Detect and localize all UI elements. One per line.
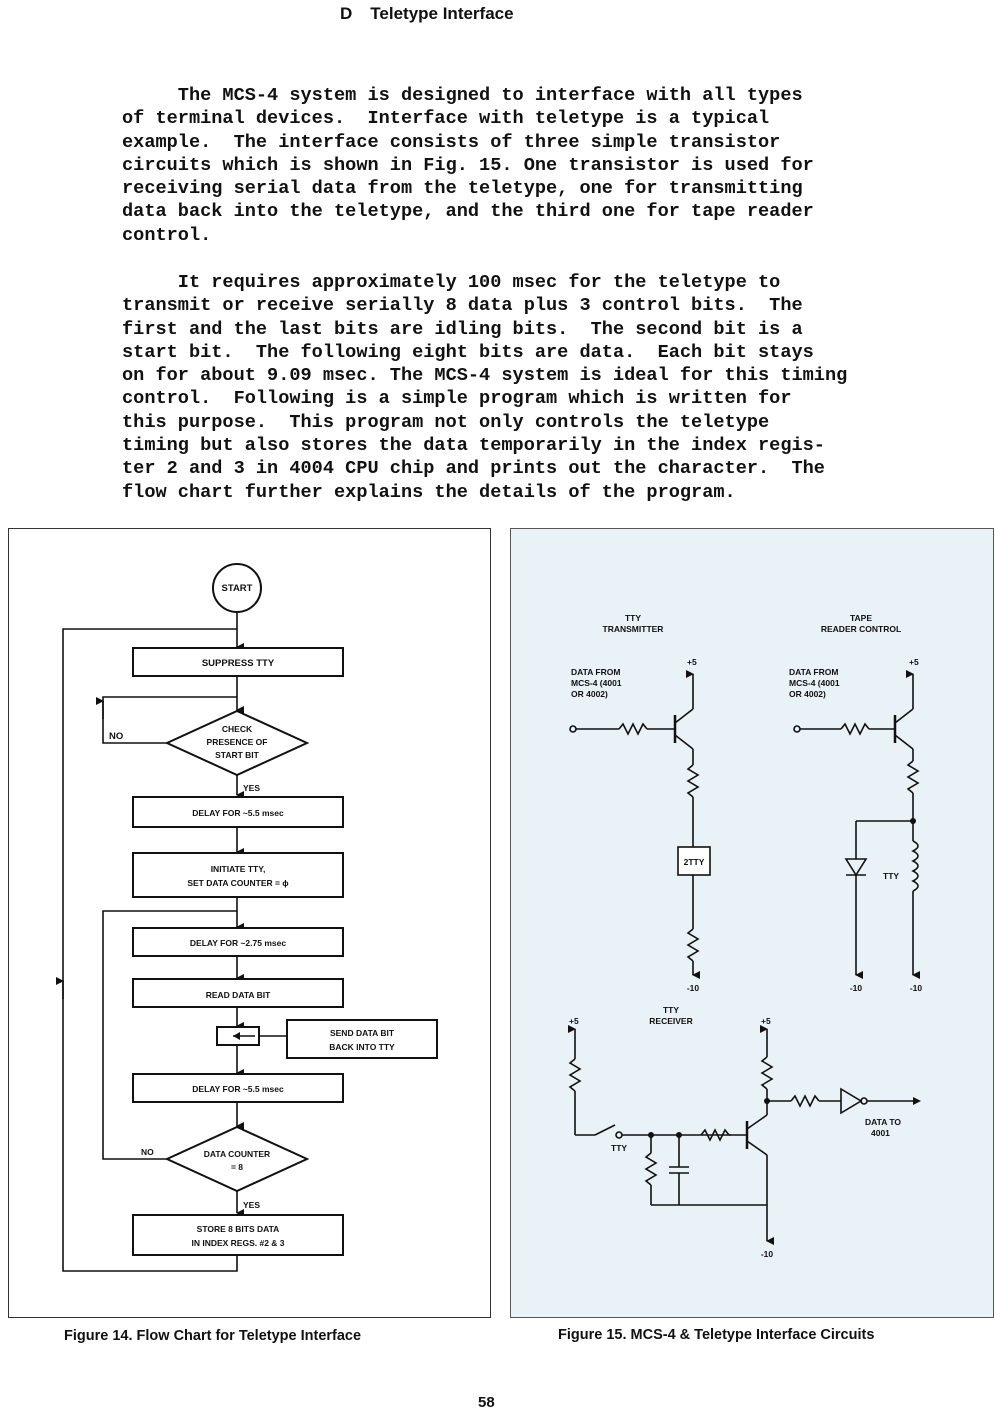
store-data-box	[132, 1214, 344, 1256]
initiate-line-2: SET DATA COUNTER = ϕ	[187, 878, 289, 888]
section-title: Teletype Interface	[370, 4, 514, 23]
counter-line-1: DATA COUNTER	[204, 1149, 270, 1159]
rx-plus5-a: +5	[569, 1016, 579, 1026]
tx-source-2: MCS-4 (4001	[571, 678, 622, 688]
rx-title-1: TTY	[663, 1005, 679, 1015]
yes-label-2: YES	[243, 1200, 260, 1210]
tape-minus10-b: -10	[910, 983, 923, 993]
tape-source-1: DATA FROM	[789, 667, 838, 677]
tape-plus5: +5	[909, 657, 919, 667]
no-label-1: NO	[109, 731, 123, 742]
page-number: 58	[478, 1394, 495, 1411]
suppress-tty-box	[132, 647, 344, 677]
send-line-2: BACK INTO TTY	[329, 1042, 395, 1052]
flowchart-diagram: START SUPPRESS TTY CHECK PRESENCE OF STA…	[56, 563, 438, 1272]
circuit-figure: TTY TRANSMITTER DATA FROM MCS-4 (4001 OR…	[510, 528, 994, 1318]
tx-title-2: TRANSMITTER	[603, 624, 664, 634]
tape-title-1: TAPE	[850, 613, 872, 623]
delay-5-5-box-1	[132, 796, 344, 828]
delay-5-5-box-2	[132, 1073, 344, 1103]
flowchart-figure: START SUPPRESS TTY CHECK PRESENCE OF STA…	[8, 528, 491, 1318]
initiate-tty-box	[132, 852, 344, 898]
check-line-2: PRESENCE OF	[207, 737, 268, 747]
delay-2-75-box	[132, 927, 344, 957]
rx-title-2: RECEIVER	[649, 1016, 692, 1026]
delay-5-5-label-1: DELAY FOR ~5.5 msec	[192, 808, 284, 818]
circuit-diagram: TTY TRANSMITTER DATA FROM MCS-4 (4001 OR…	[568, 613, 923, 1259]
tape-minus10-a: -10	[850, 983, 863, 993]
tty-box-label: 2TTY	[684, 857, 705, 867]
data-to-1: DATA TO	[865, 1117, 901, 1127]
tx-plus5: +5	[687, 657, 697, 667]
read-data-bit-box	[132, 978, 344, 1008]
data-to-2: 4001	[871, 1128, 890, 1138]
no-label-2: NO	[141, 1147, 154, 1157]
tx-title-1: TTY	[625, 613, 641, 623]
tape-source-2: MCS-4 (4001	[789, 678, 840, 688]
paragraph-intro: The MCS-4 system is designed to interfac…	[122, 85, 814, 246]
rx-plus5-b: +5	[761, 1016, 771, 1026]
yes-label-1: YES	[243, 783, 260, 793]
tx-minus10: -10	[687, 983, 700, 993]
tape-source-3: OR 4002)	[789, 689, 826, 699]
check-line-1: CHECK	[222, 724, 253, 734]
start-label: START	[222, 583, 253, 594]
figure-14-caption: Figure 14. Flow Chart for Teletype Inter…	[64, 1328, 362, 1344]
section-letter: D	[340, 4, 353, 23]
check-line-3: START BIT	[215, 750, 260, 760]
delay-2-75-label: DELAY FOR ~2.75 msec	[190, 938, 286, 948]
store-line-2: IN INDEX REGS. #2 & 3	[191, 1238, 284, 1248]
rx-tty-label: TTY	[611, 1143, 627, 1153]
paragraph-timing: It requires approximately 100 msec for t…	[122, 272, 848, 503]
tx-source-1: DATA FROM	[571, 667, 620, 677]
tape-tty-label: TTY	[883, 871, 899, 881]
read-data-bit-label: READ DATA BIT	[206, 990, 271, 1000]
counter-line-2: = 8	[231, 1162, 243, 1172]
tape-title-2: READER CONTROL	[821, 624, 901, 634]
initiate-line-1: INITIATE TTY,	[211, 864, 266, 874]
suppress-tty-label: SUPPRESS TTY	[202, 658, 275, 669]
delay-5-5-label-2: DELAY FOR ~5.5 msec	[192, 1084, 284, 1094]
store-line-1: STORE 8 BITS DATA	[197, 1224, 280, 1234]
rx-minus10: -10	[761, 1249, 774, 1259]
section-heading: D Teletype Interface	[340, 4, 514, 24]
data-counter-decision	[164, 1125, 310, 1193]
send-line-1: SEND DATA BIT	[330, 1028, 395, 1038]
figure-15-caption: Figure 15. MCS-4 & Teletype Interface Ci…	[558, 1327, 875, 1343]
tx-source-3: OR 4002)	[571, 689, 608, 699]
send-data-bit-box	[286, 1019, 438, 1059]
tty-box	[677, 846, 711, 876]
